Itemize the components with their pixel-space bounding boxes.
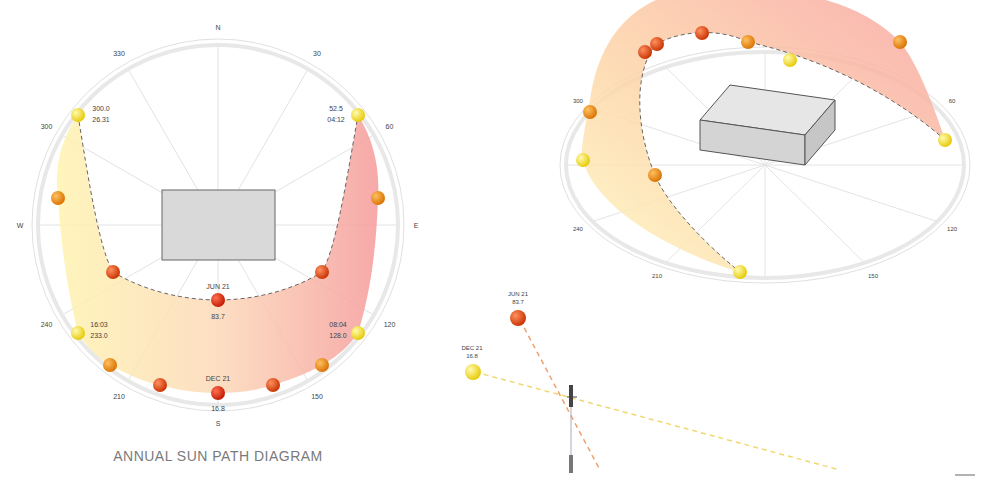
compass-label: E	[414, 222, 419, 229]
compass-label: 210	[113, 393, 125, 400]
compass-label: 300	[573, 98, 583, 104]
compass-label: 30	[313, 50, 321, 57]
compass-label: S	[216, 420, 221, 427]
compass-label: 300	[41, 123, 53, 130]
compass-label: 240	[573, 226, 583, 232]
sun-position-label: 16:03	[90, 321, 108, 328]
sun-angle-label: JUN 21	[508, 291, 528, 297]
sun-angle-label: DEC 21	[461, 345, 482, 351]
compass-label: 150	[311, 393, 323, 400]
sun-position-label: 08:04	[329, 321, 347, 328]
sun-position-label: 128.0	[329, 332, 347, 339]
compass-label: N	[215, 24, 220, 31]
compass-label: 120	[947, 226, 957, 232]
sun-position-label: DEC 21	[206, 375, 231, 382]
sun-position-label: 04:12	[327, 116, 345, 123]
compass-label: W	[17, 222, 24, 229]
sun-angle-label: 83.7	[512, 299, 524, 305]
sun-position-label: 233.0	[90, 332, 108, 339]
sun-position-label: JUN 21	[206, 283, 229, 290]
compass-label: 150	[868, 273, 878, 279]
sun-position-label: 52.5	[329, 105, 343, 112]
sun-position-label: 16.8	[211, 405, 225, 412]
sun-position-label: 300.0	[92, 105, 110, 112]
compass-label: 210	[652, 273, 662, 279]
compass-label: 120	[384, 321, 396, 328]
diagram-caption: ANNUAL SUN PATH DIAGRAM	[113, 449, 323, 463]
compass-label: 60	[386, 123, 394, 130]
compass-label: 60	[949, 98, 956, 104]
sun-position-label: 26.31	[92, 116, 110, 123]
compass-label: 330	[113, 50, 125, 57]
sun-position-label: 83.7	[211, 313, 225, 320]
compass-label: 240	[41, 321, 53, 328]
sun-angle-label: 16.8	[466, 353, 478, 359]
